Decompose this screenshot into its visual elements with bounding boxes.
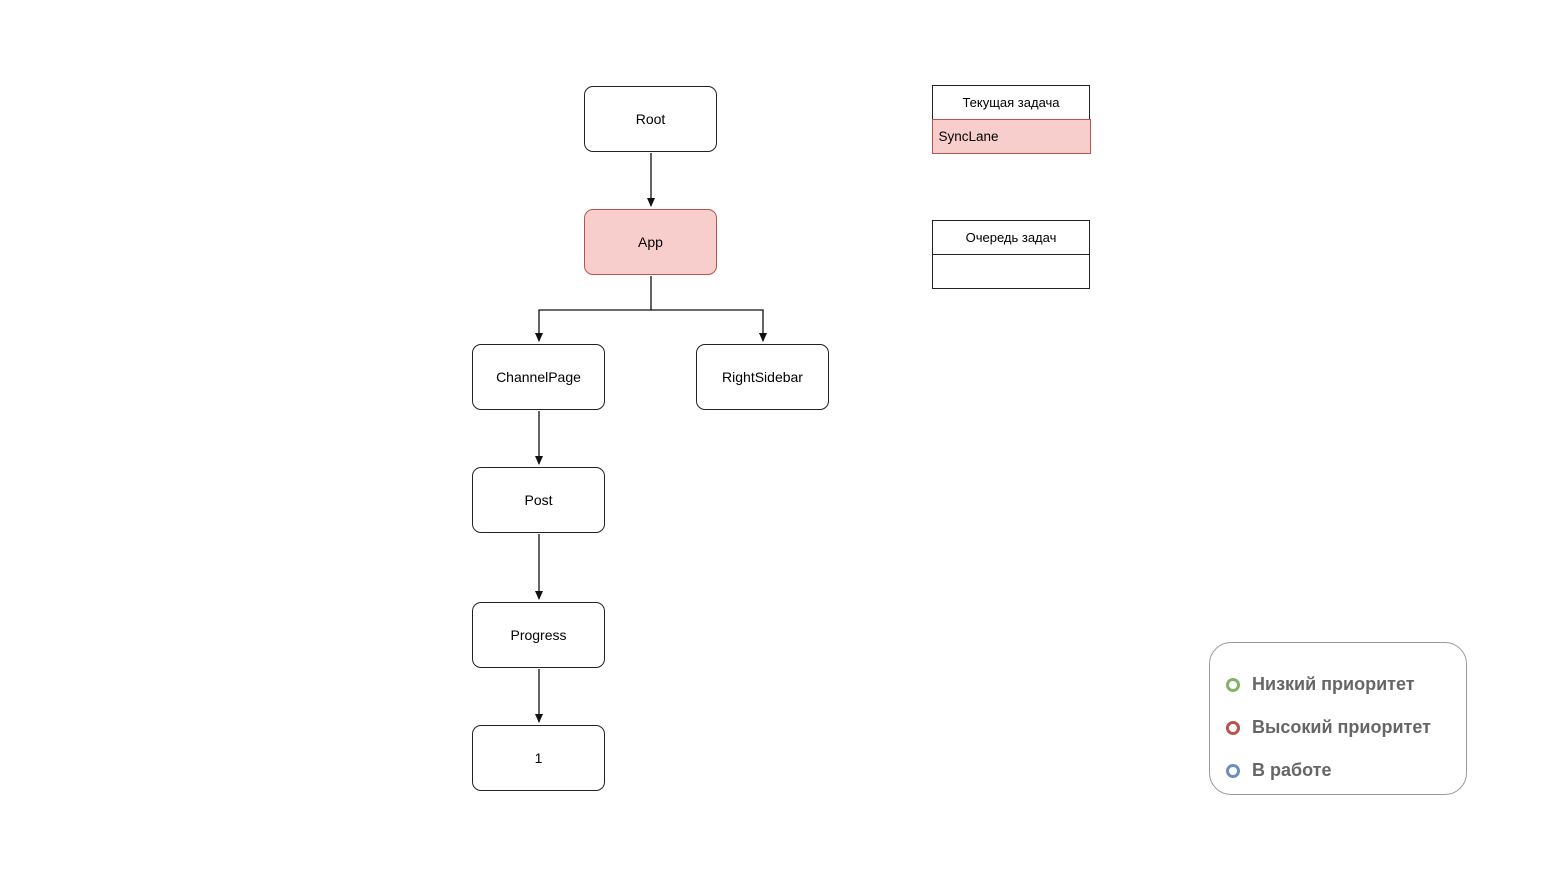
legend-label: В работе: [1252, 760, 1332, 780]
edge-app-rightsidebar: [651, 309, 767, 342]
current-task-table: Текущая задача SyncLane: [931, 85, 1091, 154]
legend-item-in-progress: В работе: [1226, 749, 1466, 792]
node-right-sidebar: RightSidebar: [696, 344, 829, 410]
edge-app-channelpage: [535, 276, 652, 342]
task-queue-table: Очередь задач: [932, 220, 1090, 289]
legend-label: Низкий приоритет: [1252, 674, 1415, 694]
node-one: 1: [472, 725, 605, 791]
legend-item-low-priority: Низкий приоритет: [1226, 663, 1466, 706]
legend-label: Высокий приоритет: [1252, 717, 1431, 737]
legend: Низкий приоритет Высокий приоритет В раб…: [1209, 642, 1467, 795]
node-channel-page: ChannelPage: [472, 344, 605, 410]
current-task-value: SyncLane: [931, 118, 1091, 154]
task-queue-value: [933, 255, 1089, 288]
task-queue-title: Очередь задач: [933, 221, 1089, 255]
current-task-title: Текущая задача: [933, 86, 1089, 120]
node-app: App: [584, 209, 717, 275]
legend-item-high-priority: Высокий приоритет: [1226, 706, 1466, 749]
blue-circle-icon: [1226, 763, 1240, 778]
green-circle-icon: [1226, 677, 1240, 692]
red-circle-icon: [1226, 720, 1240, 735]
node-root: Root: [584, 86, 717, 152]
node-progress: Progress: [472, 602, 605, 668]
node-post: Post: [472, 467, 605, 533]
